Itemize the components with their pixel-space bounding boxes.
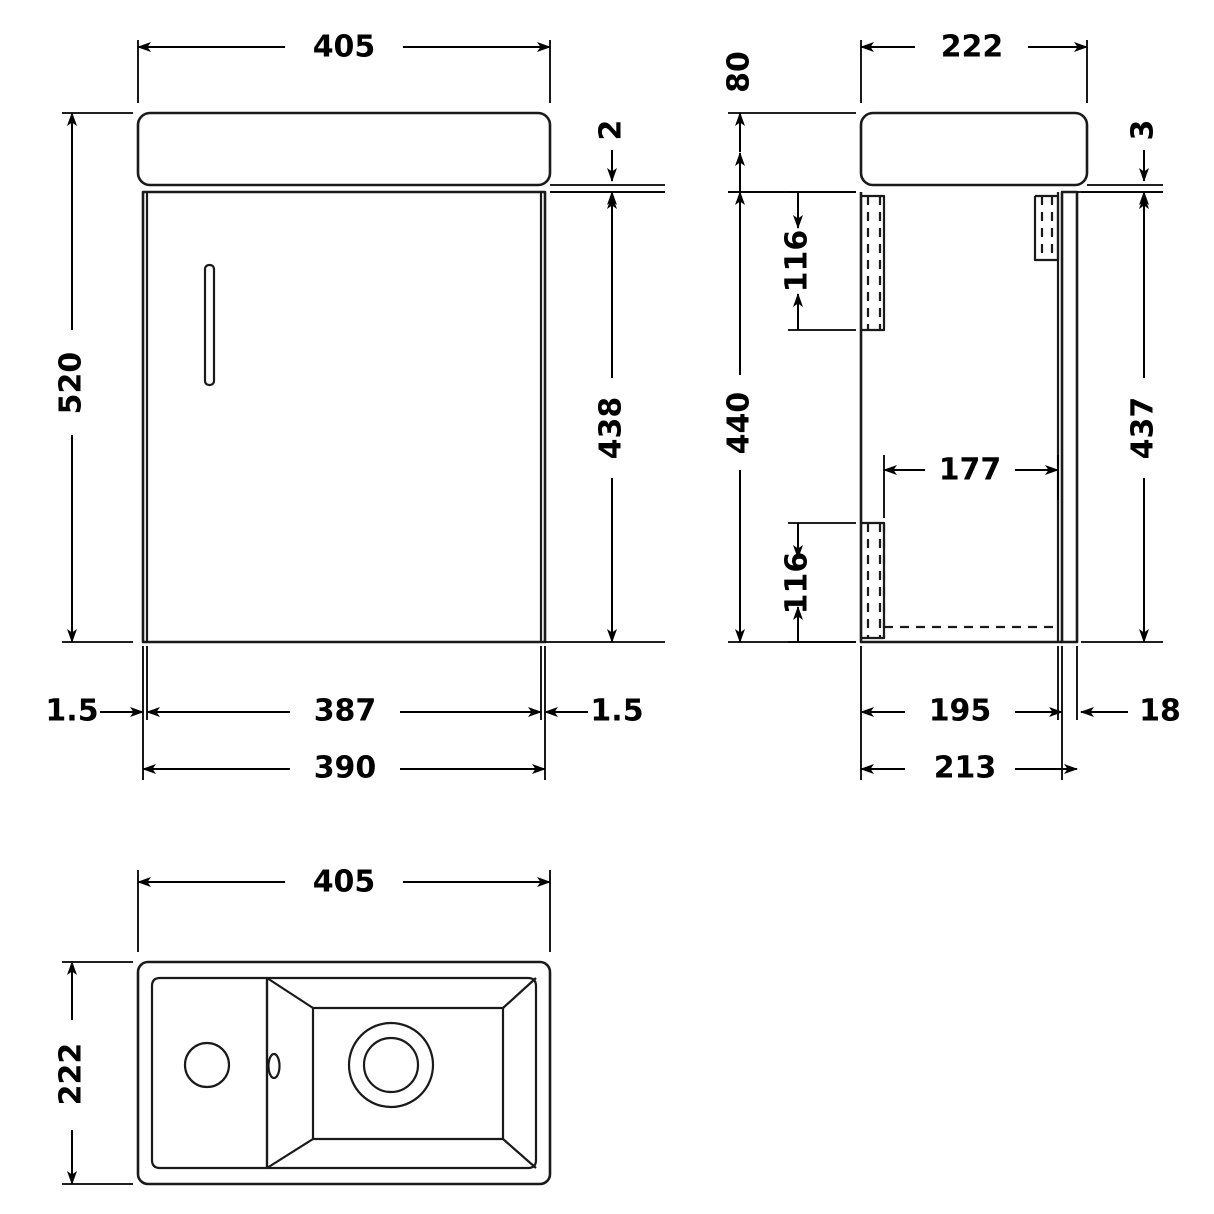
- plan-bowl-bevels: [266, 977, 537, 1169]
- dim-side-basin-height-80: 80: [722, 51, 757, 93]
- dim-front-gap-2: 2: [594, 120, 629, 141]
- side-carcass-outline: [859, 192, 1062, 644]
- dim-plan-depth-222: 222: [54, 1043, 89, 1106]
- plan-bowl-outer: [265, 976, 538, 1170]
- side-basin-outline: [859, 111, 1089, 187]
- dim-side-offset-3: 3: [1126, 120, 1161, 141]
- plan-tap-ledge: [150, 976, 269, 1170]
- waste-outlet-inner-icon: [362, 1036, 420, 1094]
- plan-view: [136, 960, 552, 1186]
- plan-basin-outer: [136, 960, 552, 1186]
- dim-plan-width-405: 405: [313, 865, 376, 900]
- dim-side-door-thickness-18: 18: [1139, 694, 1181, 729]
- side-hinge-top-right: [1033, 194, 1060, 262]
- front-cabinet-outline: [141, 190, 547, 644]
- dim-side-shelf-177: 177: [939, 453, 1002, 488]
- side-hinge-bottom-left-hidden: [866, 523, 882, 638]
- front-door-reveal: [145, 192, 543, 642]
- waste-outlet-outer-icon: [347, 1021, 435, 1109]
- dim-front-right-reveal: 1.5: [590, 694, 643, 729]
- dim-front-carcass-width-390: 390: [314, 751, 377, 786]
- side-elevation-view: [859, 111, 1089, 644]
- side-view-dimensions: 80 222 3 116 440 437: [722, 30, 1181, 786]
- dim-side-depth-222: 222: [941, 30, 1004, 65]
- dim-side-total-depth-213: 213: [934, 751, 997, 786]
- dim-front-left-reveal: 1.5: [45, 694, 98, 729]
- dim-side-carcass-depth-195: 195: [929, 694, 992, 729]
- dim-side-door-height-437: 437: [1126, 397, 1161, 460]
- dim-side-carcass-height-440: 440: [722, 392, 757, 455]
- overflow-slot-icon: [267, 1052, 281, 1080]
- dim-front-height-520: 520: [54, 352, 89, 415]
- door-handle-icon: [203, 263, 216, 387]
- dim-side-hinge-bottom-116: 116: [780, 552, 815, 615]
- dim-front-door-width-387: 387: [314, 694, 377, 729]
- front-view-dimensions: 405 520 2 438 1.5 387: [45, 30, 665, 786]
- side-hinge-bottom-left: [861, 521, 886, 640]
- side-hinge-top-right-hidden: [1040, 196, 1054, 260]
- dim-side-hinge-top-116: 116: [780, 230, 815, 293]
- front-elevation-view: [136, 111, 552, 644]
- dim-front-door-height-438: 438: [594, 397, 629, 460]
- side-door-panel: [1060, 190, 1079, 644]
- plan-view-dimensions: 405 222: [54, 865, 551, 1185]
- tap-hole-icon: [183, 1041, 231, 1089]
- front-basin-outline: [136, 111, 552, 187]
- dim-front-width-405: 405: [313, 30, 376, 65]
- side-hinge-top-left: [861, 194, 886, 332]
- side-hinge-top-left-hidden: [866, 196, 882, 330]
